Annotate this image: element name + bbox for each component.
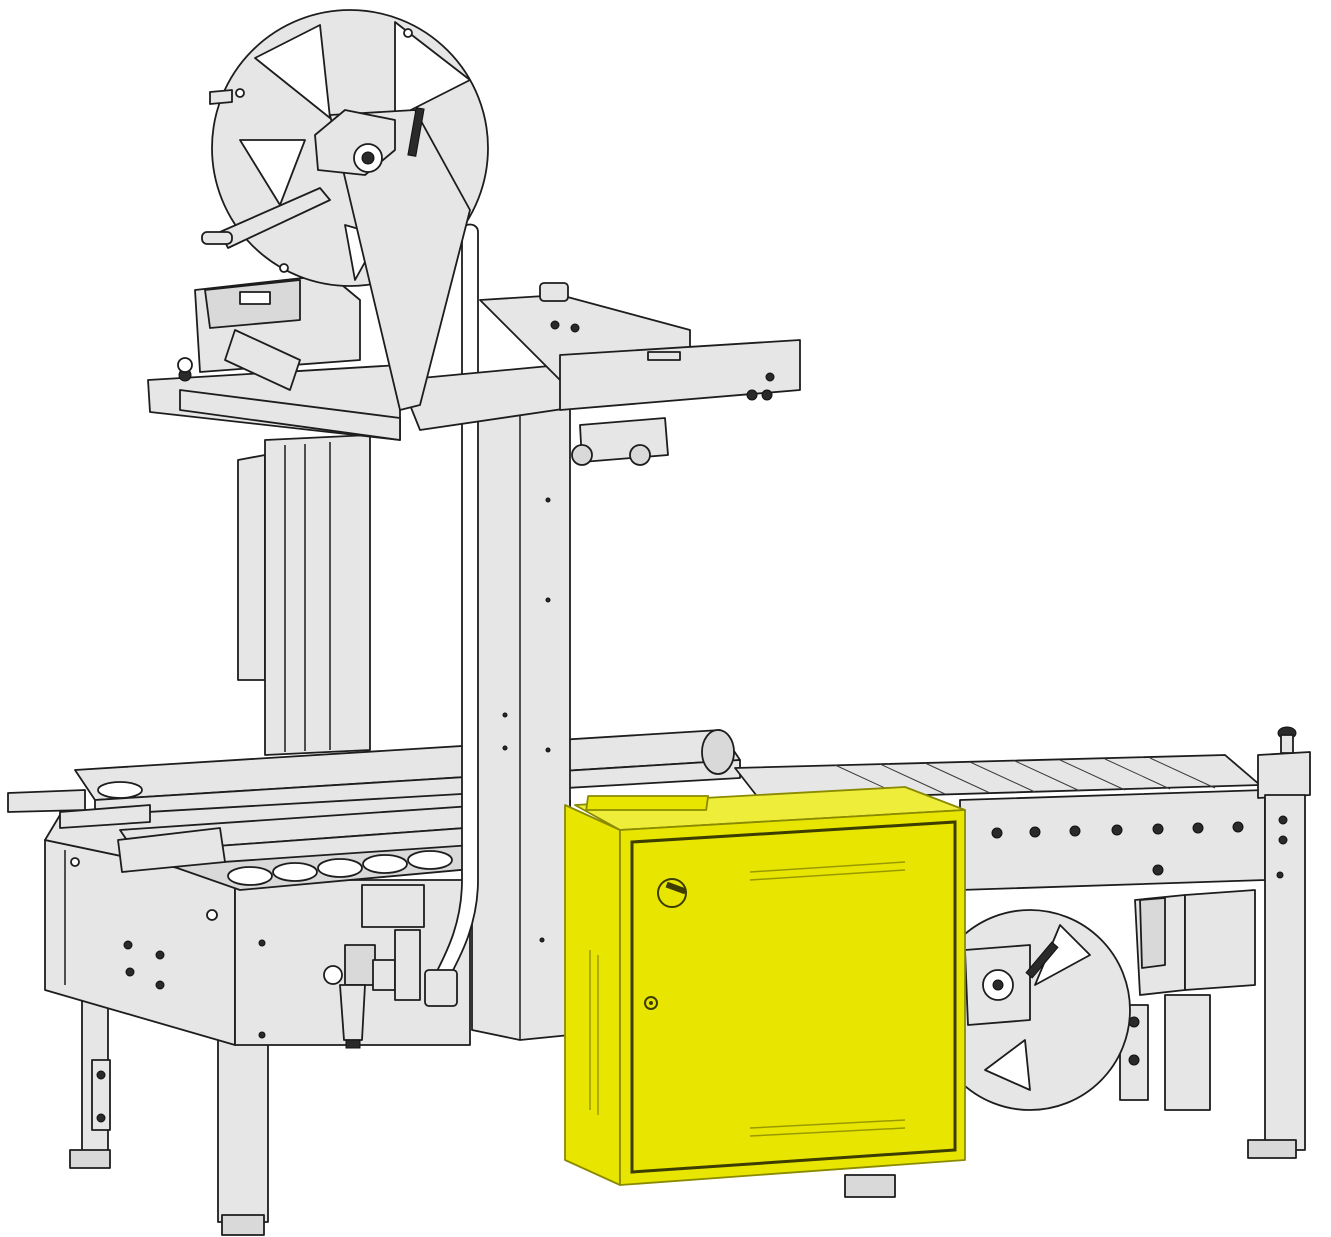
electrical-control-cabinet xyxy=(564,786,966,1186)
infeed-rollers xyxy=(227,850,453,886)
taping-head xyxy=(147,274,801,466)
air-filter-regulator xyxy=(323,884,425,1049)
cabinet-mount-foot xyxy=(844,1174,896,1198)
rotary-switch-icon xyxy=(657,878,687,908)
outfeed-rollers xyxy=(834,757,1216,796)
tape-reel xyxy=(201,9,489,411)
outfeed-conveyor xyxy=(734,726,1311,1159)
vertical-columns xyxy=(237,223,571,1041)
keyhole-icon xyxy=(644,996,658,1010)
